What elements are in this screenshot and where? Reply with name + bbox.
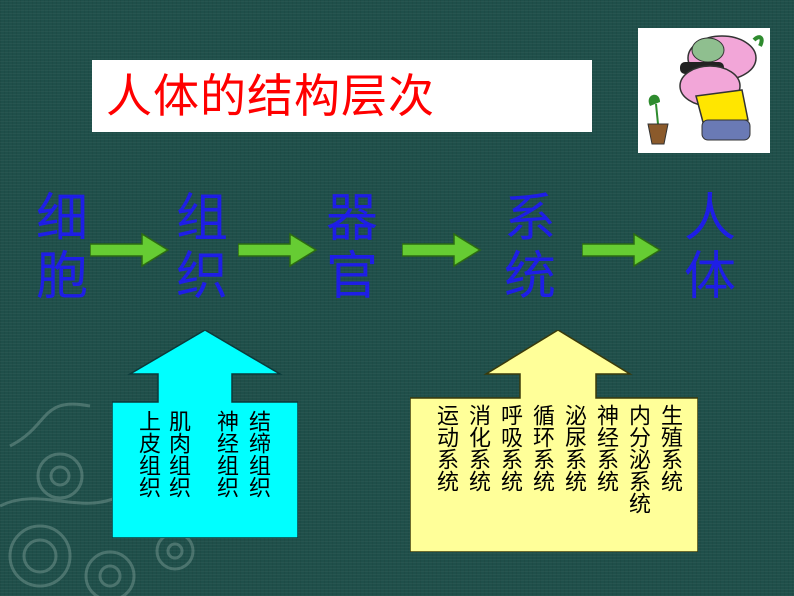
system-item: 神经系统 (593, 404, 618, 492)
title-box: 人体的结构层次 (92, 60, 592, 132)
level-tissue: 组 织 (172, 190, 232, 306)
right-arrow-icon (90, 232, 170, 268)
system-up-arrow-callout (410, 330, 698, 552)
level-system: 系 统 (500, 190, 560, 306)
level-system-char-1: 系 (503, 189, 556, 249)
level-organ: 器 官 (322, 190, 382, 306)
tissue-item: 肌肉组织 (165, 410, 190, 498)
pig-cartoon-image (638, 28, 770, 153)
system-item: 生殖系统 (657, 404, 682, 492)
system-item: 内分泌系统 (625, 404, 650, 514)
level-cell-char-2: 胞 (35, 247, 88, 307)
system-item: 循环系统 (529, 404, 554, 492)
level-system-char-2: 统 (503, 247, 556, 307)
level-body: 人 体 (680, 190, 740, 306)
system-item: 运动系统 (433, 404, 458, 492)
right-arrow-icon (402, 232, 482, 268)
level-body-char-2: 体 (683, 247, 736, 307)
tissue-item: 上皮组织 (135, 410, 160, 498)
tissue-item: 结缔组织 (245, 410, 270, 498)
system-item: 泌尿系统 (561, 404, 586, 492)
level-tissue-char-2: 织 (175, 247, 228, 307)
system-item: 呼吸系统 (497, 404, 522, 492)
level-tissue-char-1: 组 (175, 189, 228, 249)
right-arrow-icon (582, 232, 662, 268)
tissue-up-arrow-callout (112, 330, 298, 538)
tissue-item: 神经组织 (213, 410, 238, 498)
level-cell: 细 胞 (32, 190, 92, 306)
level-body-char-1: 人 (683, 189, 736, 249)
level-cell-char-1: 细 (35, 189, 88, 249)
pig-with-plant-cartoon-icon (647, 35, 764, 145)
page-title: 人体的结构层次 (106, 69, 435, 123)
right-arrow-icon (238, 232, 318, 268)
level-organ-char-1: 器 (325, 189, 378, 249)
system-item: 消化系统 (465, 404, 490, 492)
level-organ-char-2: 官 (325, 247, 378, 307)
